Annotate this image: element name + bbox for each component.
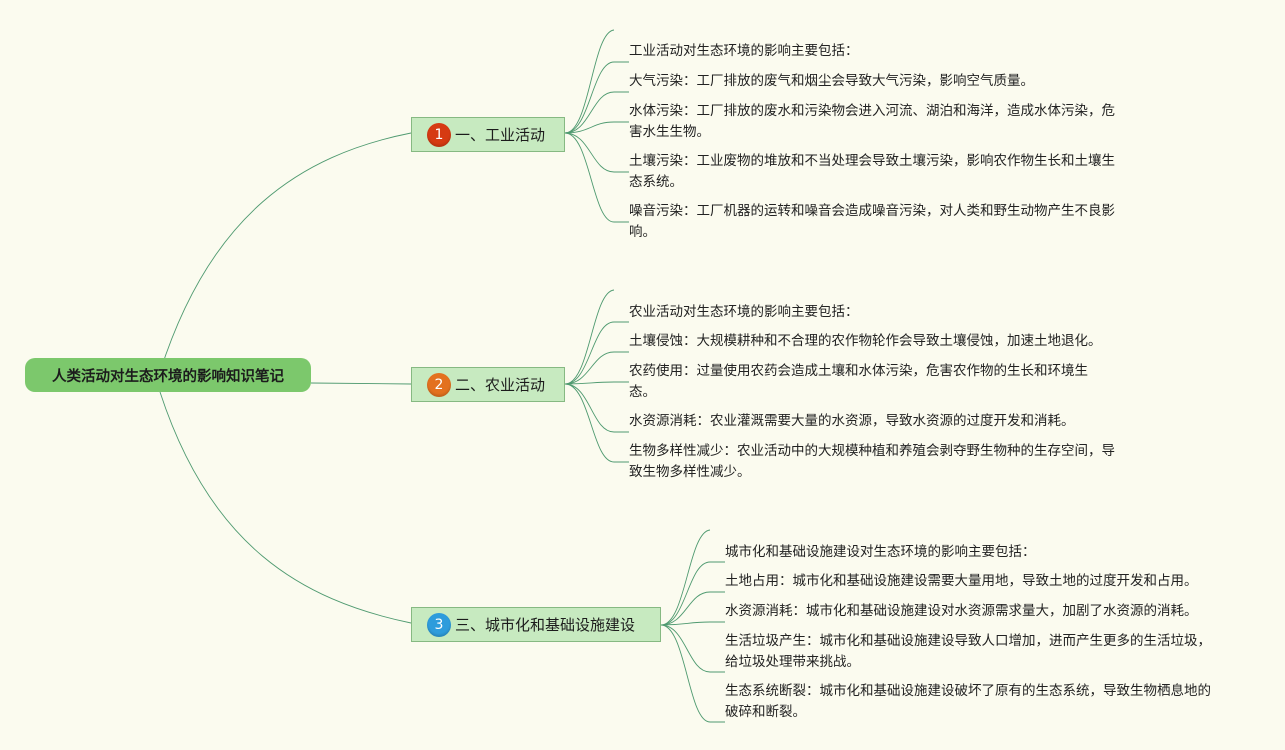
branch-3-note-3-line bbox=[660, 621, 725, 626]
branch-1-note-2-line bbox=[564, 91, 629, 134]
note-industrial-intro[interactable]: 工业活动对生态环境的影响主要包括： bbox=[629, 43, 859, 59]
branch-3-top-tick-line bbox=[660, 529, 711, 626]
branch-3-note-2-line bbox=[660, 591, 725, 626]
branch-2-note-3-line bbox=[564, 381, 629, 385]
note-urbanization-intro[interactable]: 城市化和基础设施建设对生态环境的影响主要包括： bbox=[725, 544, 1036, 560]
number-2-badge-icon: 2 bbox=[427, 372, 451, 397]
note-water-consumption[interactable]: 水资源消耗：农业灌溉需要大量的水资源，导致水资源的过度开发和消耗。 bbox=[629, 413, 1075, 429]
note-garbage-generation[interactable]: 生活垃圾产生：城市化和基础设施建设导致人口增加，进而产生更多的生活垃圾，给垃圾处… bbox=[725, 633, 1211, 670]
root-to-branch-1-line bbox=[159, 132, 412, 373]
branch-2-note-4-line bbox=[564, 383, 629, 433]
root-to-branch-3-line bbox=[159, 391, 412, 624]
branch-label: 二、农业活动 bbox=[455, 376, 546, 394]
branch-agricultural-activity[interactable]: 2 二、农业活动 bbox=[411, 367, 565, 402]
number-1-badge-icon: 1 bbox=[427, 122, 451, 147]
branch-1-note-5-line bbox=[564, 132, 629, 223]
branch-3-note-5-line bbox=[660, 624, 725, 723]
note-biodiversity-loss[interactable]: 生物多样性减少：农业活动中的大规模种植和养殖会剥夺野生物种的生存空间，导致生物多… bbox=[629, 443, 1115, 480]
branch-1-note-4-line bbox=[564, 132, 629, 173]
branch-2-top-tick-line bbox=[564, 289, 615, 385]
root-topic[interactable]: 人类活动对生态环境的影响知识笔记 bbox=[25, 358, 311, 392]
branch-2-note-2-line bbox=[564, 351, 629, 385]
branch-1-note-3-line bbox=[564, 121, 629, 134]
note-soil-erosion[interactable]: 土壤侵蚀：大规模耕种和不合理的农作物轮作会导致土壤侵蚀，加速土地退化。 bbox=[629, 333, 1102, 349]
note-water-pollution[interactable]: 水体污染：工厂排放的废水和污染物会进入河流、湖泊和海洋，造成水体污染，危害水生生… bbox=[629, 103, 1115, 140]
root-to-branch-2-line bbox=[310, 382, 412, 385]
branch-industrial-activity[interactable]: 1 一、工业活动 bbox=[411, 117, 565, 152]
branch-1-note-1-line bbox=[564, 61, 629, 134]
branch-urbanization[interactable]: 3 三、城市化和基础设施建设 bbox=[411, 607, 661, 642]
branch-2-note-1-line bbox=[564, 321, 629, 385]
branch-1-top-tick-line bbox=[564, 29, 615, 134]
note-pesticide-use[interactable]: 农药使用：过量使用农药会造成土壤和水体污染，危害农作物的生长和环境生态。 bbox=[629, 363, 1088, 400]
note-ecosystem-fragmentation[interactable]: 生态系统断裂：城市化和基础设施建设破坏了原有的生态系统，导致生物栖息地的破碎和断… bbox=[725, 683, 1211, 720]
note-water-resource-consumption[interactable]: 水资源消耗：城市化和基础设施建设对水资源需求量大，加剧了水资源的消耗。 bbox=[725, 603, 1198, 619]
note-noise-pollution[interactable]: 噪音污染：工厂机器的运转和噪音会造成噪音污染，对人类和野生动物产生不良影响。 bbox=[629, 203, 1115, 240]
branch-3-note-1-line bbox=[660, 561, 725, 626]
note-agricultural-intro[interactable]: 农业活动对生态环境的影响主要包括： bbox=[629, 304, 859, 320]
branch-label: 一、工业活动 bbox=[455, 126, 546, 144]
branch-3-note-4-line bbox=[660, 624, 725, 673]
branch-2-note-5-line bbox=[564, 383, 629, 463]
note-soil-pollution[interactable]: 土壤污染：工业废物的堆放和不当处理会导致土壤污染，影响农作物生长和土壤生态系统。 bbox=[629, 153, 1115, 190]
number-3-badge-icon: 3 bbox=[427, 612, 451, 637]
branch-label: 三、城市化和基础设施建设 bbox=[455, 616, 636, 634]
note-air-pollution[interactable]: 大气污染：工厂排放的废气和烟尘会导致大气污染，影响空气质量。 bbox=[629, 73, 1034, 89]
note-land-occupation[interactable]: 土地占用：城市化和基础设施建设需要大量用地，导致土地的过度开发和占用。 bbox=[725, 573, 1198, 589]
